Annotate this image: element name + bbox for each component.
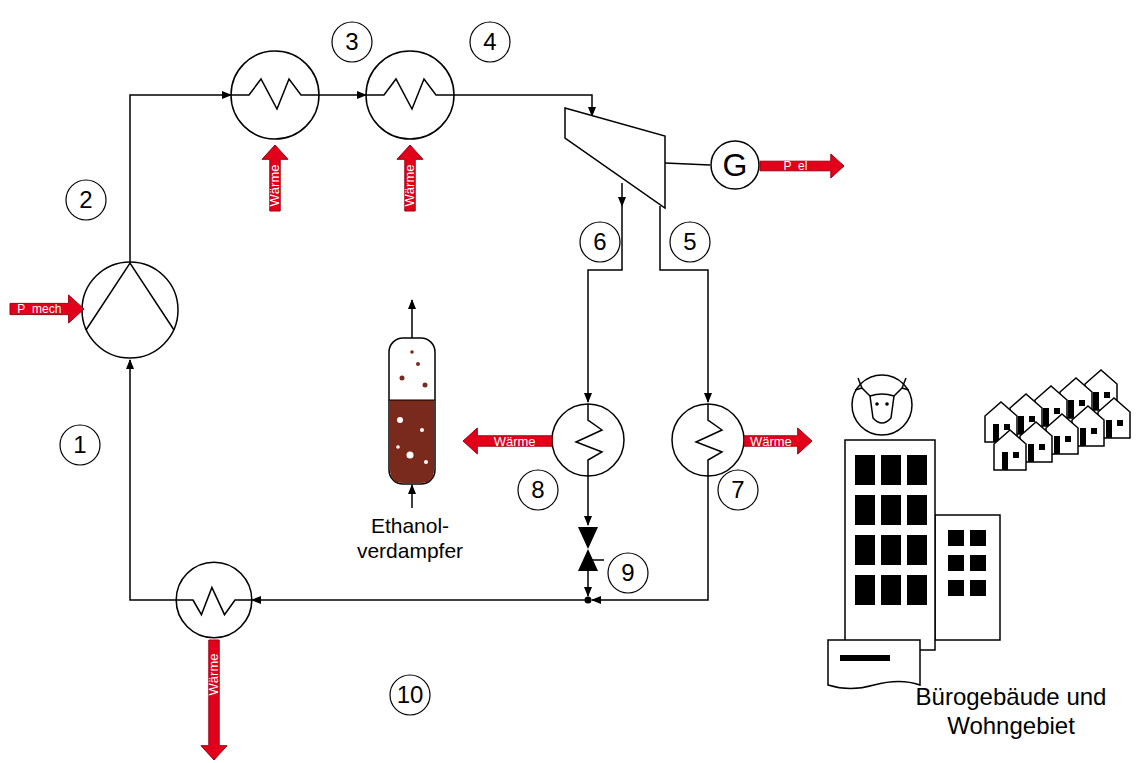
callout-number: 6 xyxy=(593,230,606,254)
callout-number: 1 xyxy=(73,433,86,457)
energy-label: Wärme xyxy=(750,435,792,448)
callout-number: 7 xyxy=(731,478,744,502)
energy-arrow: Wärme xyxy=(744,428,812,454)
energy-label: Wärme xyxy=(494,435,536,448)
callout-circle: 10 xyxy=(389,674,431,716)
callout-number: 8 xyxy=(531,478,544,502)
energy-arrow: Wärme xyxy=(463,428,552,454)
callout-circle: 2 xyxy=(65,179,107,221)
energy-arrow: Wärme xyxy=(397,145,423,211)
callout-number: 10 xyxy=(397,683,424,707)
callout-number: 5 xyxy=(683,230,696,254)
ethanol-evaporator xyxy=(389,300,435,508)
callout-circle: 9 xyxy=(607,552,649,594)
buildings-illustration xyxy=(828,370,1130,689)
callout-circle: 5 xyxy=(669,221,711,263)
energy-arrow: Wärme xyxy=(262,145,288,211)
callout-circle: 3 xyxy=(331,21,373,63)
energy-arrow: Wärme xyxy=(201,640,227,760)
energy-label: P_el xyxy=(783,160,807,172)
energy-label: Wärme xyxy=(269,164,282,206)
callout-number: 9 xyxy=(621,561,634,585)
callout-circle: 4 xyxy=(469,21,511,63)
energy-arrow: P_el xyxy=(760,154,844,178)
callout-circle: 6 xyxy=(579,221,621,263)
callout-number: 3 xyxy=(345,30,358,54)
callout-number: 4 xyxy=(483,30,496,54)
callout-circle: 8 xyxy=(517,469,559,511)
energy-arrow: P_mech xyxy=(10,295,84,323)
callout-circle: 1 xyxy=(59,424,101,466)
callout-number: G xyxy=(723,149,748,181)
callout-circle: 7 xyxy=(717,469,759,511)
callout-number: 2 xyxy=(79,188,92,212)
caption-label: Ethanol- verdampfer xyxy=(347,513,473,563)
energy-label: Wärme xyxy=(404,164,417,206)
energy-label: P_mech xyxy=(17,303,61,315)
energy-label: Wärme xyxy=(208,654,221,696)
caption-label: Bürogebäude und Wohngebiet xyxy=(880,683,1142,741)
callout-circle: G xyxy=(710,140,760,190)
